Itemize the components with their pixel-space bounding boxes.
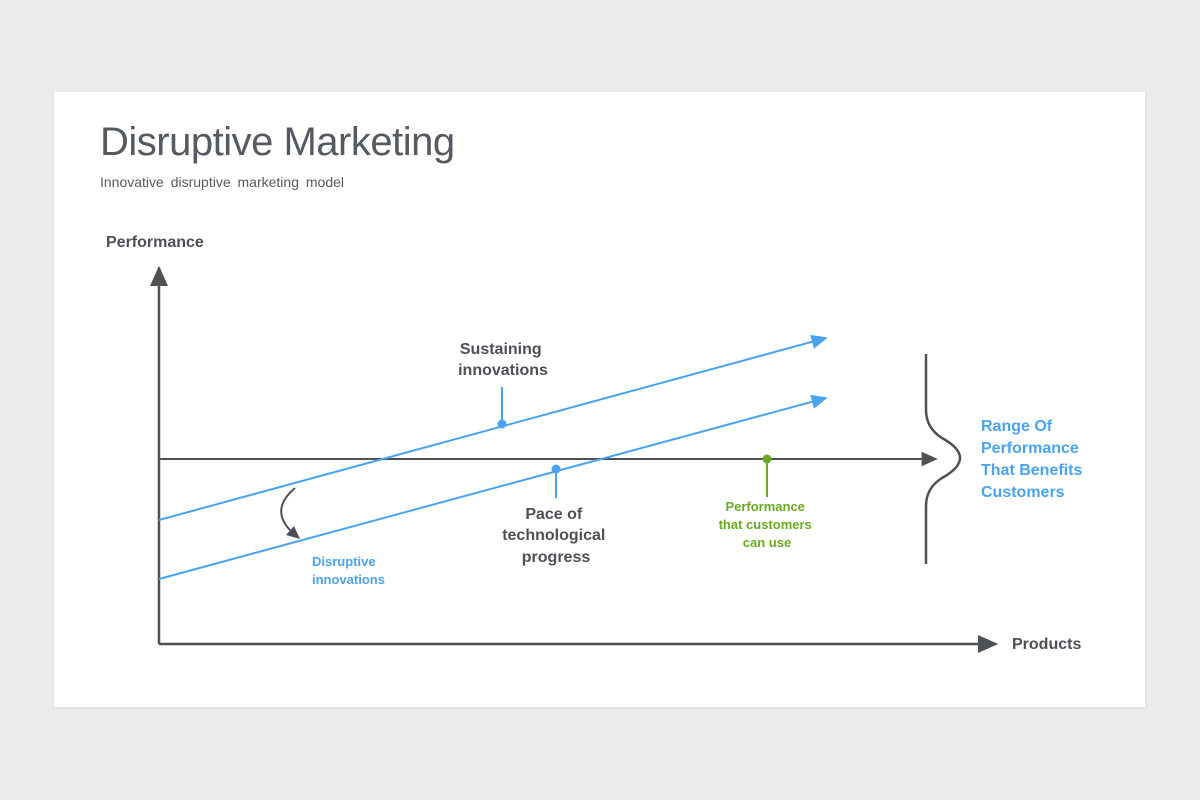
- pace-of-progress-label: Pace of technological progress: [502, 506, 610, 566]
- sustaining-dot: [497, 419, 507, 429]
- y-axis-label: Performance: [106, 234, 204, 251]
- sustaining-innovations-line: [158, 334, 828, 521]
- customer-performance-label: Performance that customers can use: [719, 499, 816, 550]
- x-axis-label: Products: [1012, 636, 1081, 653]
- curved-arrow-head-icon: [286, 526, 300, 539]
- curved-arrow-icon: [280, 487, 296, 533]
- disruptive-innovations-label: Disruptive innovations: [312, 554, 385, 587]
- disruptive-innovation-diagram: Performance Products Sustaining innovati…: [106, 234, 1087, 653]
- slide-subtitle: Innovative disruptive marketing model: [100, 174, 345, 190]
- range-brace: [924, 354, 962, 564]
- slide: Disruptive Marketing Innovative disrupti…: [54, 92, 1145, 707]
- disruptive-innovations-line: [158, 394, 828, 580]
- sustaining-innovations-label: Sustaining innovations: [458, 341, 548, 379]
- slide-title: Disruptive Marketing: [100, 120, 455, 164]
- range-of-performance-label: Range Of Performance That Benefits Custo…: [981, 418, 1087, 501]
